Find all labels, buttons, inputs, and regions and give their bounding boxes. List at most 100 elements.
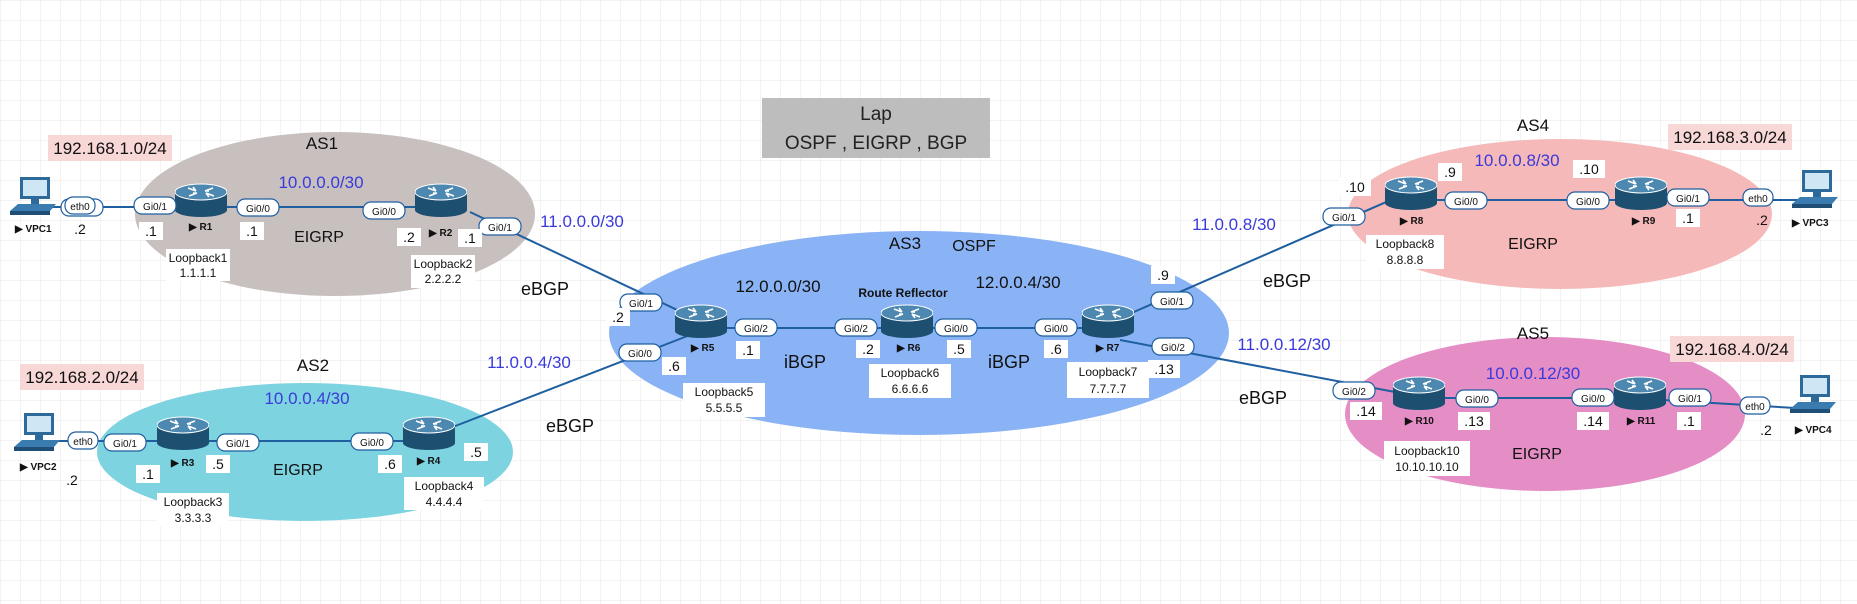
router-icon [1615, 176, 1667, 210]
loopback-box [1366, 235, 1444, 269]
vpc1[interactable]: ▶ VPC1 [10, 177, 56, 235]
ip-label-box [1577, 412, 1609, 430]
port-label-box [1150, 291, 1194, 310]
loopback7-ip: 7.7.7.7 [1090, 382, 1127, 396]
router-r4[interactable]: ▶ R4 [403, 416, 455, 467]
loopback-box [404, 477, 484, 510]
ip-label-box [1044, 340, 1068, 358]
lan-1-label: 192.168.1.0/24 [53, 139, 166, 158]
vpc3[interactable]: ▶ VPC3 [1791, 170, 1838, 229]
port-label-text: Gi0/0 [246, 204, 270, 215]
router-r6[interactable]: ▶ R6 [881, 304, 933, 354]
loopback8-ip: 8.8.8.8 [1387, 253, 1424, 267]
loopback-box [1067, 362, 1149, 398]
router-icon [403, 416, 455, 450]
ip-label-box [458, 229, 482, 247]
ip-label-i21: .14 [1356, 403, 1376, 419]
ip-label-i20: .1 [1682, 210, 1694, 226]
router-r5[interactable]: ▶ R5 [675, 304, 727, 354]
loopback2-ip: 2.2.2.2 [425, 272, 462, 286]
router-r11[interactable]: ▶ R11 [1614, 376, 1666, 427]
pc-port-label-4: eth0 [1739, 396, 1771, 415]
port-label-text: Gi0/1 [1676, 194, 1700, 205]
inter-as-network-3: 11.0.0.8/30 [1192, 215, 1276, 234]
port-label-box [362, 201, 406, 220]
port-label-box [350, 432, 394, 451]
ip-label-box [947, 340, 971, 358]
port-label-text: eth0 [1748, 194, 1768, 205]
ip-label-i3: .2 [403, 229, 415, 245]
router-r3[interactable]: ▶ R3 [157, 416, 209, 469]
inter-as-network-2: 11.0.0.4/30 [487, 353, 571, 372]
router-r2-name: ▶ R2 [428, 228, 453, 239]
port-label-box [834, 318, 878, 337]
as3-label: AS3 [889, 234, 921, 253]
loopback-box [411, 255, 475, 288]
port-label-p13: Gi0/0 [934, 318, 978, 337]
loopback3-label: Loopback3 [164, 495, 223, 509]
ip-label-i23: .14 [1583, 413, 1603, 429]
ip-label-i19: .10 [1579, 161, 1599, 177]
ip-label-i5: .1 [142, 466, 154, 482]
port-label-text: Gi0/0 [1044, 324, 1068, 335]
ebgp-label-2: eBGP [546, 416, 594, 436]
ip-label-box [606, 308, 630, 326]
port-label-text: Gi0/1 [488, 223, 512, 234]
router-r10[interactable]: ▶ R10 [1393, 376, 1445, 427]
port-label-box [1444, 191, 1488, 210]
port-label-box [1571, 388, 1615, 407]
router-r9[interactable]: ▶ R9 [1615, 176, 1667, 227]
port-label-text: Gi0/2 [1342, 387, 1366, 398]
ip-label-box [1151, 266, 1175, 284]
router-r8[interactable]: ▶ R8 [1385, 176, 1437, 227]
ip-label-i6: .5 [212, 456, 224, 472]
ip-label-i9: .2 [612, 309, 624, 325]
router-r4-name: ▶ R4 [416, 456, 441, 467]
as2-network: 10.0.0.4/30 [264, 389, 349, 408]
inter-as-network-1: 11.0.0.0/30 [540, 212, 624, 231]
port-label-p17: Gi0/1 [1322, 207, 1366, 226]
port-label-box [619, 293, 663, 312]
ip-label-i17: .10 [1345, 179, 1365, 195]
port-label-p24: Gi0/1 [1668, 388, 1712, 407]
ip-label-i14: .6 [1050, 341, 1062, 357]
port-label-text: Gi0/1 [1678, 394, 1702, 405]
loopback6-label: Loopback6 [881, 366, 940, 380]
loopback1-label: Loopback1 [169, 251, 228, 265]
loopback10-ip: 10.10.10.10 [1395, 460, 1459, 474]
router-icon [1082, 304, 1134, 338]
port-label-box [103, 433, 147, 452]
ip-label-box [206, 455, 230, 473]
ip-label-box [1350, 402, 1382, 420]
ip-label-box [378, 455, 402, 473]
ebgp-label-1: eBGP [521, 279, 569, 299]
lan-3-label: 192.168.3.0/24 [1673, 128, 1786, 147]
ip-label-i24: .1 [1683, 413, 1695, 429]
vpc4[interactable]: ▶ VPC4 [1790, 375, 1836, 436]
loopback2-label: Loopback2 [414, 257, 473, 271]
vpc2[interactable]: ▶ VPC2 [14, 413, 60, 473]
router-r7[interactable]: ▶ R7 [1082, 304, 1134, 354]
pc-ip-label-2: .2 [66, 472, 78, 488]
vpc1-name: ▶ VPC1 [14, 224, 52, 235]
port-label-p18: Gi0/0 [1444, 191, 1488, 210]
loopback-box [869, 364, 951, 398]
router-r8-name: ▶ R8 [1399, 216, 1424, 227]
router-icon [1614, 376, 1666, 410]
pc-ip-label-3: .2 [1756, 212, 1768, 228]
port-label-box [133, 196, 177, 215]
port-label-text: Gi0/0 [944, 324, 968, 335]
router-r1[interactable]: ▶ R1 [175, 183, 227, 233]
router-icon [675, 304, 727, 338]
lan-3-box [1668, 124, 1792, 150]
loopback-box [166, 249, 230, 281]
router-r2[interactable]: ▶ R2 [415, 183, 467, 239]
port-label-box [734, 318, 778, 337]
ibgp-label-1: iBGP [784, 352, 826, 372]
ip-label-i8: .5 [470, 444, 482, 460]
ip-label-box [136, 465, 160, 483]
as2-label: AS2 [297, 356, 329, 375]
loopback4-label: Loopback4 [415, 479, 474, 493]
port-label-box [618, 343, 662, 362]
lan-2-box [20, 364, 144, 390]
